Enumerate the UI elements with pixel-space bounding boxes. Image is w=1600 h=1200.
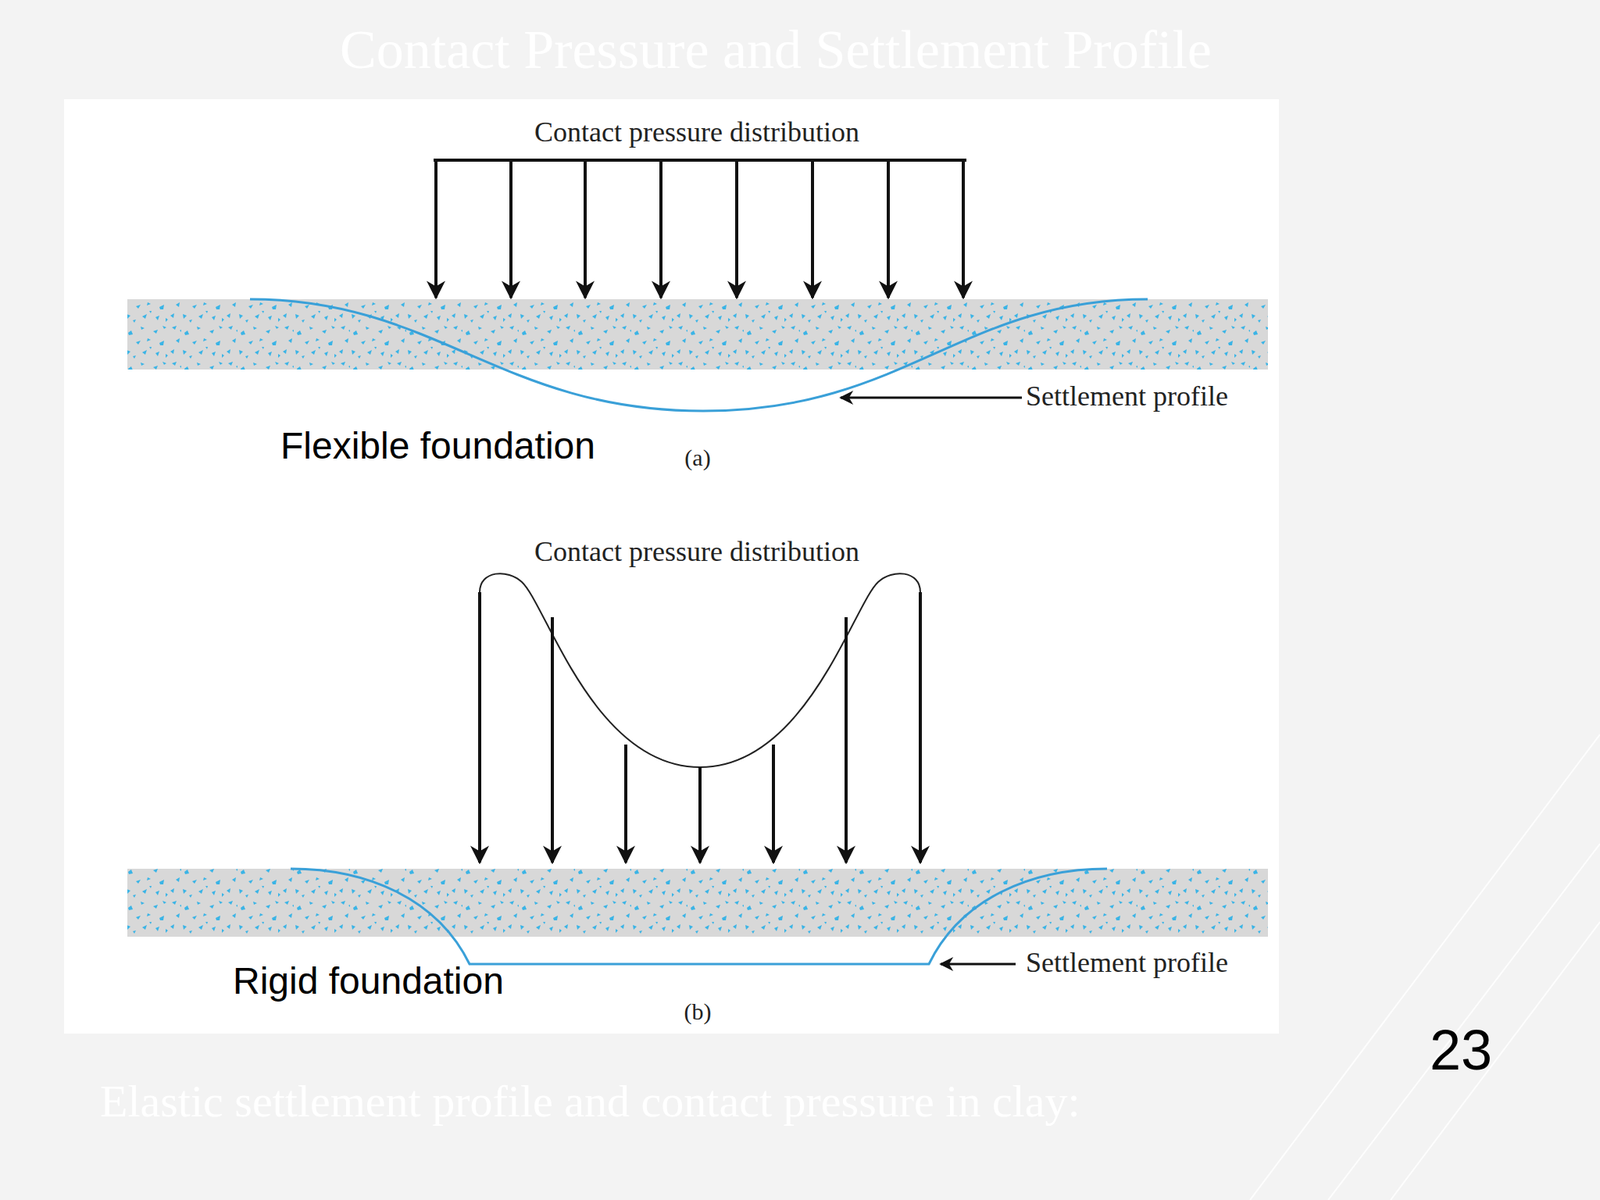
soil-layer [127,299,1268,370]
corner-decoration [1250,734,1600,1200]
figure-label: Contact pressure distribution [534,117,860,149]
case-label: Flexible foundation [280,425,596,468]
page-number: 23 [1429,1019,1493,1082]
case-label: Rigid foundation [232,960,504,1003]
slide-title: Contact Pressure and Settlement Profile [339,19,1212,80]
settlement-curve [290,868,1108,965]
uniform-pressure [433,160,967,298]
part-label: (b) [684,998,712,1025]
figure-label: Contact pressure distribution [534,536,860,568]
leader-arrow [840,396,1022,400]
slide-caption: Elastic settlement profile and contact p… [100,1076,1081,1127]
figure-panel [64,99,1279,1034]
soil-layer [127,868,1268,937]
figure-label: Settlement profile [1025,947,1229,979]
figure-label: Settlement profile [1025,381,1229,413]
part-label: (a) [684,444,711,471]
pressure-curve [479,573,921,768]
settlement-curve [250,299,1148,411]
saddle-pressure [479,592,921,863]
leader-arrow [940,963,1016,966]
